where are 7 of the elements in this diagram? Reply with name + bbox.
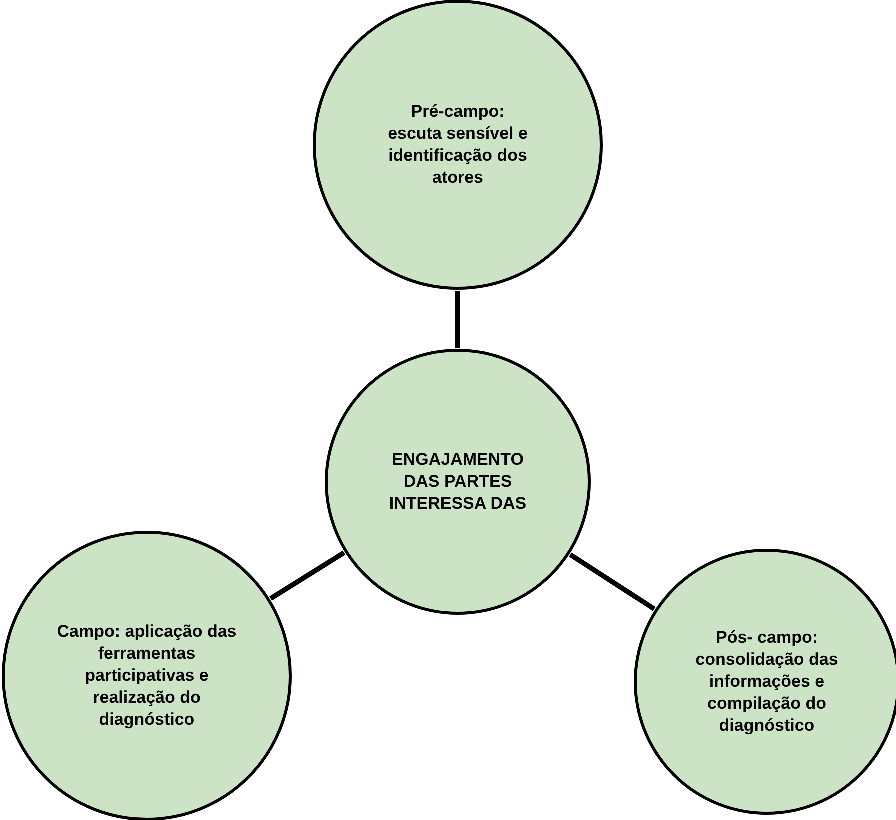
stage-label: ENGAJAMENTO DAS PARTES INTERESSA DAS — [388, 449, 528, 515]
connector-line — [456, 291, 460, 348]
connector-line — [569, 552, 656, 612]
stage-label: Pré-campo: escuta sensível e identificação dos atores — [387, 101, 529, 189]
connector-line — [270, 550, 346, 601]
stage-label: Pós- campo: consolidação das informações e compilação do diagnóstico — [694, 627, 840, 737]
stage-label: Campo: aplicação das ferramentas participativas e realização do diagnóstico — [56, 621, 238, 731]
